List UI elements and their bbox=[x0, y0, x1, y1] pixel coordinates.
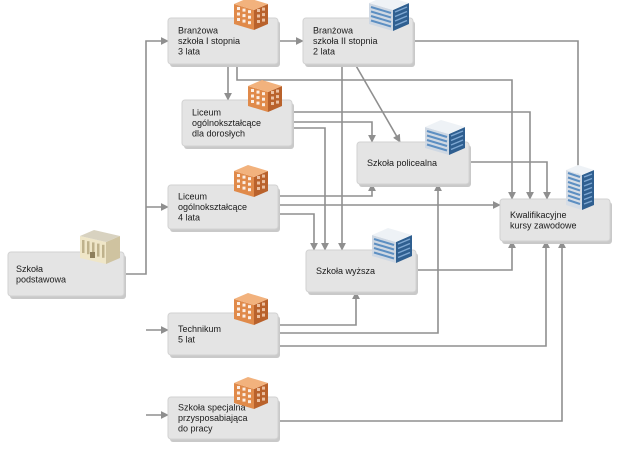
node-label-line: 2 lata bbox=[313, 47, 335, 57]
connector-podstawowa-to-branzowa1 bbox=[124, 37, 169, 275]
node-label-line: Technikum bbox=[178, 324, 221, 334]
node-label-line: kursy zawodowe bbox=[510, 220, 577, 230]
connector-liceum-to-policealna bbox=[278, 183, 376, 197]
connector-liceum_dorosli-to-wyzsza bbox=[292, 127, 329, 251]
brick-school-building-icon bbox=[234, 165, 268, 197]
brick-school-building-icon bbox=[234, 293, 268, 325]
glass-office-building-icon bbox=[369, 0, 409, 31]
node-label-line: Branżowa bbox=[178, 26, 218, 36]
node-label-line: 5 lat bbox=[178, 334, 196, 344]
node-label-line: Szkoła wyższa bbox=[316, 266, 375, 276]
brick-school-building-icon bbox=[248, 80, 282, 112]
node-label-line: Liceum bbox=[178, 192, 207, 202]
node-box bbox=[181, 99, 293, 147]
connector-liceum_dorosli-to-policealna bbox=[292, 121, 376, 143]
connector-branzowa2-to-kursy bbox=[413, 40, 582, 200]
node-policealna: Szkoła policealna bbox=[356, 120, 471, 187]
connector-branzowa2-to-policealna bbox=[354, 63, 401, 143]
node-label-line: Szkoła bbox=[16, 264, 43, 274]
node-label-line: szkoła II stopnia bbox=[313, 36, 378, 46]
classic-school-building-icon bbox=[80, 230, 120, 264]
node-label-line: Liceum bbox=[192, 108, 221, 118]
node-label-line: dla dorosłych bbox=[192, 129, 245, 139]
node-label-line: ogólnokształcące bbox=[192, 118, 261, 128]
node-label-line: Szkoła policealna bbox=[367, 158, 437, 168]
node-box bbox=[7, 251, 125, 297]
node-label-line: 3 lata bbox=[178, 47, 200, 57]
node-wyzsza: Szkoła wyższa bbox=[305, 228, 418, 295]
connector-wyzsza-to-kursy bbox=[416, 240, 516, 271]
connector-specjalna-to-kursy bbox=[278, 240, 566, 422]
connectors-layer bbox=[124, 37, 582, 422]
node-label-line: podstawowa bbox=[16, 274, 66, 284]
node-label-line: przysposabiająca bbox=[178, 413, 248, 423]
brick-school-building-icon bbox=[234, 377, 268, 409]
tower-office-building-icon bbox=[566, 165, 594, 210]
glass-office-building-icon bbox=[425, 120, 465, 155]
node-label-line: Branżowa bbox=[313, 26, 353, 36]
connector-policealna-to-kursy bbox=[469, 161, 551, 200]
connector-branzowa1-to-kursy bbox=[236, 64, 516, 200]
connector-liceum_dorosli-to-kursy bbox=[292, 111, 534, 200]
node-label-line: ogólnokształcące bbox=[178, 202, 247, 212]
node-label-line: Szkoła specjalna bbox=[178, 403, 246, 413]
connector-technikum-to-wyzsza bbox=[278, 291, 360, 326]
node-box bbox=[167, 17, 279, 65]
node-label-line: do pracy bbox=[178, 424, 213, 434]
node-box bbox=[302, 17, 414, 65]
node-box bbox=[167, 184, 279, 230]
node-label-line: szkoła I stopnia bbox=[178, 36, 240, 46]
node-label-line: Kwalifikacyjne bbox=[510, 210, 567, 220]
glass-office-building-icon bbox=[372, 228, 412, 263]
connector-technikum-to-kursy bbox=[278, 240, 550, 347]
brick-school-building-icon bbox=[234, 0, 268, 30]
node-label-line: 4 lata bbox=[178, 213, 200, 223]
connector-liceum-to-wyzsza bbox=[278, 213, 318, 251]
connector-technikum-to-policealna bbox=[278, 183, 442, 334]
